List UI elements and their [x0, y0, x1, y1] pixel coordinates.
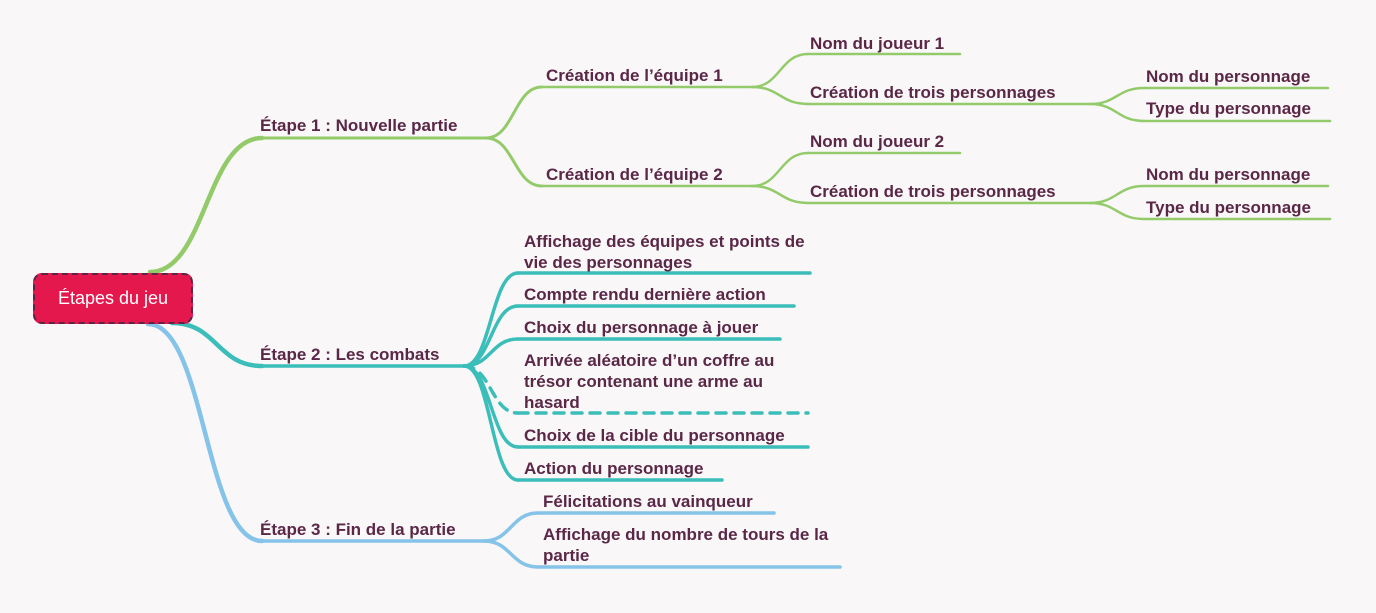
- node-equipe-2[interactable]: Création de l’équipe 2: [546, 165, 723, 184]
- link-equipe2-personnages: [750, 184, 810, 205]
- node-type-personnage-1[interactable]: Type du personnage: [1146, 99, 1311, 118]
- link-fin-felicitations: [482, 511, 540, 543]
- link-root-etape3: [145, 321, 265, 544]
- link-root-etape1: [147, 135, 265, 275]
- branch-etape-1[interactable]: Étape 1 : Nouvelle partie: [260, 116, 458, 135]
- link-equipe2-joueur2: [750, 151, 810, 188]
- node-joueur-1[interactable]: Nom du joueur 1: [810, 34, 945, 53]
- link-personnages2-type: [1088, 201, 1146, 221]
- link-combats-action: [462, 364, 520, 482]
- branch-etape-2[interactable]: Étape 2 : Les combats: [260, 345, 440, 364]
- node-equipe-1[interactable]: Création de l’équipe 1: [546, 66, 723, 85]
- node-felicitations[interactable]: Félicitations au vainqueur: [543, 492, 753, 511]
- node-personnages-2[interactable]: Création de trois personnages: [810, 182, 1056, 201]
- node-action-personnage[interactable]: Action du personnage: [524, 459, 704, 478]
- branch-etape-3[interactable]: Étape 3 : Fin de la partie: [260, 520, 456, 539]
- root-node[interactable]: Étapes du jeu: [33, 273, 193, 324]
- link-etape1-equipe2: [484, 136, 544, 188]
- link-fin-tours: [482, 539, 540, 569]
- node-choix-cible[interactable]: Choix de la cible du personnage: [524, 426, 785, 445]
- node-coffre-tresor[interactable]: Arrivée aléatoire d’un coffre au trésor …: [524, 351, 775, 412]
- link-equipe1-joueur1: [750, 52, 810, 89]
- node-personnages-1[interactable]: Création de trois personnages: [810, 83, 1056, 102]
- link-combats-choix-perso: [462, 337, 520, 368]
- link-combats-cible: [462, 364, 520, 449]
- link-personnages2-nom: [1088, 184, 1146, 205]
- link-etape1-equipe1: [484, 85, 544, 140]
- node-nom-personnage-1[interactable]: Nom du personnage: [1146, 67, 1311, 86]
- link-personnages1-nom: [1088, 86, 1146, 106]
- node-compte-rendu[interactable]: Compte rendu dernière action: [524, 285, 766, 304]
- node-nombre-tours[interactable]: Affichage du nombre de tours de la parti…: [543, 525, 829, 565]
- node-affichage-equipes[interactable]: Affichage des équipes et points de vie d…: [524, 232, 805, 272]
- link-personnages1-type: [1088, 102, 1146, 123]
- node-choix-personnage[interactable]: Choix du personnage à jouer: [524, 318, 759, 337]
- link-equipe1-personnages: [750, 85, 810, 106]
- link-root-etape2: [169, 320, 265, 369]
- node-joueur-2[interactable]: Nom du joueur 2: [810, 132, 945, 151]
- node-nom-personnage-2[interactable]: Nom du personnage: [1146, 165, 1311, 184]
- node-type-personnage-2[interactable]: Type du personnage: [1146, 198, 1311, 217]
